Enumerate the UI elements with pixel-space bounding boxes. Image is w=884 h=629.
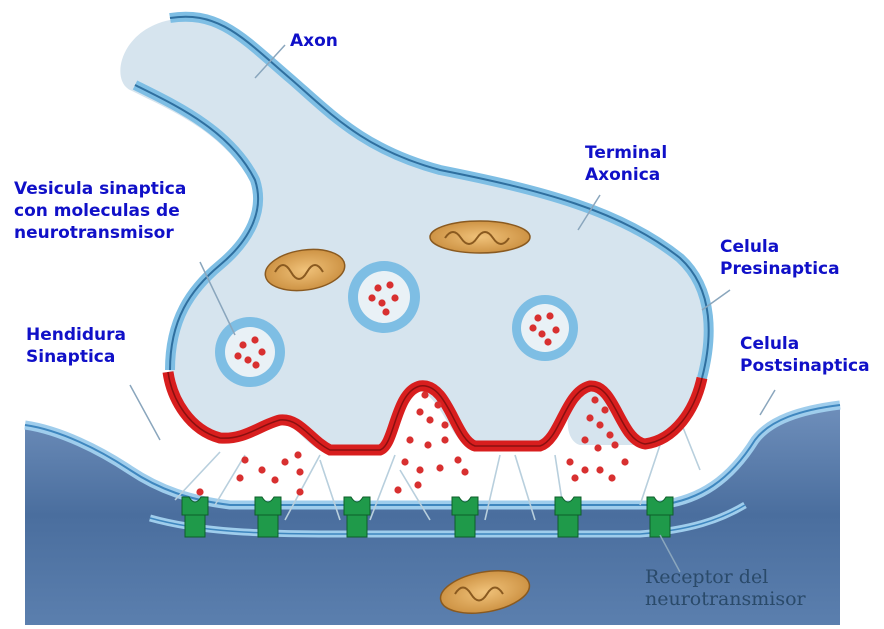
neurotransmitter-receptor	[647, 497, 673, 537]
neurotransmitter-dot	[534, 314, 541, 321]
neurotransmitter-dot	[594, 444, 601, 451]
label-hendidura-sinaptica: Hendidura Sinaptica	[26, 324, 126, 368]
neurotransmitter-dot	[581, 436, 588, 443]
neurotransmitter-dot	[591, 396, 598, 403]
neurotransmitter-dot	[416, 466, 423, 473]
neurotransmitter-dot	[441, 421, 448, 428]
neurotransmitter-dot	[252, 361, 259, 368]
neurotransmitter-dot	[241, 456, 248, 463]
neurotransmitter-dot	[538, 330, 545, 337]
label-celula-presinaptica: Celula Presinaptica	[720, 236, 840, 280]
neurotransmitter-dot	[608, 474, 615, 481]
neurotransmitter-dot	[621, 458, 628, 465]
label-vesicula-sinaptica: Vesicula sinaptica con moleculas de neur…	[14, 178, 186, 244]
neurotransmitter-dot	[281, 458, 288, 465]
neurotransmitter-dot	[416, 408, 423, 415]
neurotransmitter-dot	[236, 474, 243, 481]
synaptic-vesicle-1	[215, 317, 285, 387]
neurotransmitter-dot	[258, 348, 265, 355]
neurotransmitter-dot	[401, 458, 408, 465]
neurotransmitter-dot	[581, 466, 588, 473]
mitochondrion-2	[430, 221, 530, 253]
neurotransmitter-dot	[434, 401, 441, 408]
neurotransmitter-receptor	[555, 497, 581, 537]
neurotransmitter-dot	[571, 474, 578, 481]
synaptic-vesicle-3	[512, 295, 578, 361]
neurotransmitter-dot	[296, 488, 303, 495]
label-receptor-neurotransmisor: Receptor del neurotransmisor	[645, 566, 806, 610]
neurotransmitter-dot	[244, 356, 251, 363]
neurotransmitter-receptor	[452, 497, 478, 537]
neurotransmitter-dot	[436, 464, 443, 471]
neurotransmitter-dot	[414, 481, 421, 488]
neurotransmitter-dot	[601, 406, 608, 413]
label-terminal-axonica: Terminal Axonica	[585, 142, 667, 186]
neurotransmitter-dot	[196, 488, 203, 495]
neurotransmitter-dot	[566, 458, 573, 465]
label-celula-postsinaptica: Celula Postsinaptica	[740, 333, 870, 377]
synaptic-vesicle-2	[348, 261, 420, 333]
neurotransmitter-dot	[596, 421, 603, 428]
neurotransmitter-dot	[296, 468, 303, 475]
neurotransmitter-dot	[294, 451, 301, 458]
neurotransmitter-receptor	[255, 497, 281, 537]
neurotransmitter-dot	[394, 486, 401, 493]
neurotransmitter-dot	[239, 341, 246, 348]
neurotransmitter-dot	[251, 336, 258, 343]
neurotransmitter-dot	[552, 326, 559, 333]
label-axon: Axon	[290, 30, 338, 52]
neurotransmitter-dot	[454, 456, 461, 463]
neurotransmitter-dot	[378, 299, 385, 306]
neurotransmitter-dot	[586, 414, 593, 421]
neurotransmitter-receptor	[182, 497, 208, 537]
neurotransmitter-dot	[461, 468, 468, 475]
neurotransmitter-dot	[544, 338, 551, 345]
neurotransmitter-dot	[426, 416, 433, 423]
neurotransmitter-dot	[424, 441, 431, 448]
neurotransmitter-dot	[382, 308, 389, 315]
neurotransmitter-dot	[606, 431, 613, 438]
neurotransmitter-dot	[368, 294, 375, 301]
neurotransmitter-receptor	[344, 497, 370, 537]
neurotransmitter-dot	[421, 391, 428, 398]
neurotransmitter-dot	[441, 436, 448, 443]
neurotransmitter-dot	[546, 312, 553, 319]
neurotransmitter-dot	[596, 466, 603, 473]
neurotransmitter-dot	[391, 294, 398, 301]
neurotransmitter-dot	[374, 284, 381, 291]
neurotransmitter-dot	[258, 466, 265, 473]
neurotransmitter-dot	[406, 436, 413, 443]
neurotransmitter-dot	[386, 281, 393, 288]
neurotransmitter-dot	[234, 352, 241, 359]
neurotransmitter-dot	[611, 441, 618, 448]
neurotransmitter-dot	[271, 476, 278, 483]
neurotransmitter-dot	[529, 324, 536, 331]
